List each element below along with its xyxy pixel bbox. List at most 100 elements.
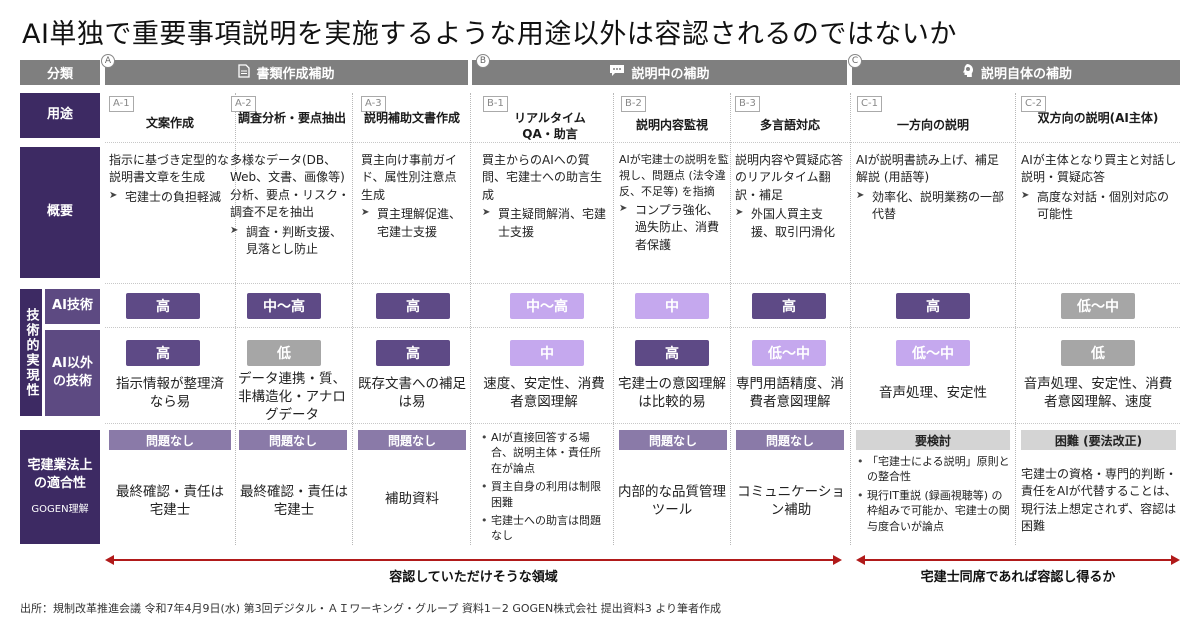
- overview-text: AIが主体となり買主と対話し説明・質疑応答: [1021, 153, 1177, 185]
- group-a-badge: A: [101, 54, 115, 68]
- column-divider: [235, 93, 236, 545]
- header-category-label: 分類: [46, 67, 73, 82]
- overview-cell: 説明内容や質疑応答のリアルタイム翻訳・補足 外国人買主支援、取引円滑化: [735, 152, 845, 241]
- row-label-ai-tech: AI技術: [45, 289, 100, 324]
- use-name: 文案作成: [145, 116, 194, 130]
- non-ai-tech-rating: 低: [1061, 340, 1135, 366]
- overview-bullet: 効率化、説明業務の一部代替: [856, 189, 1006, 224]
- use-name: リアルタイムQA・助言: [514, 111, 586, 142]
- overview-cell: 買主向け事前ガイド、属性別注意点生成 買主理解促進、宅建士支援: [361, 152, 466, 241]
- use-name: 説明補助文書作成: [363, 111, 460, 125]
- non-ai-tech-rating: 低: [247, 340, 321, 366]
- row-divider: [105, 327, 1180, 328]
- compliance-text: 最終確認・責任は宅建士: [240, 484, 348, 519]
- row-divider: [105, 142, 1180, 143]
- overview-text: 買主からのAIへの質問、宅建士への助言生成: [482, 153, 603, 202]
- ai-tech-rating: 高: [376, 293, 450, 319]
- compliance-status: 問題なし: [619, 430, 727, 450]
- column-divider: [352, 93, 353, 545]
- overview-bullet: 調査・判断支援、見落とし防止: [230, 224, 352, 259]
- compliance-point: AIが直接回答する場合、説明主体・責任所在が論点: [480, 430, 608, 476]
- compliance-point: 現行IT重説 (録画視聴等) の枠組みで可能か、宅建士の関与度合いが論点: [856, 488, 1011, 534]
- row-label-overview: 概要: [20, 147, 100, 278]
- non-ai-tech-rating: 高: [126, 340, 200, 366]
- document-icon: [238, 63, 251, 82]
- use-name: 多言語対応: [759, 118, 820, 132]
- use-name: 説明内容監視: [635, 118, 708, 132]
- column-divider: [1015, 93, 1016, 545]
- ai-tech-rating: 中: [635, 293, 709, 319]
- use-name: 調査分析・要点抽出: [237, 111, 346, 125]
- non-ai-tech-note: 音声処理、安定性: [879, 385, 987, 401]
- acceptable-range-label: 容認していただけそうな領域: [389, 570, 558, 585]
- row-label-non-ai-tech: AI以外の技術: [45, 330, 100, 416]
- header-group-c: 説明自体の補助: [852, 60, 1180, 85]
- non-ai-tech-rating: 低〜中: [752, 340, 826, 366]
- compliance-status: 問題なし: [109, 430, 231, 450]
- compliance-status: 困難 (要法改正): [1021, 430, 1176, 450]
- compliance-status: 問題なし: [239, 430, 347, 450]
- overview-bullet: 外国人買主支援、取引円滑化: [735, 206, 845, 241]
- overview-cell: 買主からのAIへの質問、宅建士への助言生成 買主疑問解消、宅建士支援: [482, 152, 607, 241]
- conditional-range-arrow: [856, 551, 1180, 565]
- use-code-tag: A-1: [109, 96, 134, 112]
- compliance-text: 宅建士の資格・専門的判断・責任をAIが代替することは、現行法上想定されず、容認は…: [1021, 467, 1178, 534]
- header-group-a: 書類作成補助: [105, 60, 468, 85]
- ai-tech-rating: 高: [896, 293, 970, 319]
- overview-bullet: 宅建士の負担軽減: [109, 189, 231, 206]
- row-label-compliance-sub: GOGEN理解: [31, 504, 89, 516]
- row-label-compliance: 宅建業法上の適合性 GOGEN理解: [20, 430, 100, 544]
- overview-text: 説明内容や質疑応答のリアルタイム翻訳・補足: [735, 153, 844, 202]
- non-ai-tech-note: データ連携・質、非構造化・アナログデータ: [238, 371, 346, 424]
- compliance-text: 最終確認・責任は宅建士: [116, 484, 224, 519]
- compliance-status: 問題なし: [358, 430, 466, 450]
- row-label-compliance-text: 宅建業法上の適合性: [27, 457, 93, 491]
- overview-text: AIが宅建士の説明を監視し、問題点 (法令違反、不足等) を指摘: [619, 153, 729, 198]
- group-b-badge: B: [476, 54, 490, 68]
- overview-cell: AIが宅建士の説明を監視し、問題点 (法令違反、不足等) を指摘 コンプラ強化、…: [619, 152, 729, 254]
- non-ai-tech-rating: 高: [635, 340, 709, 366]
- use-code-tag: A-2: [231, 96, 256, 112]
- column-divider: [470, 93, 471, 545]
- page-title: AI単独で重要事項説明を実施するような用途以外は容認されるのではないか: [22, 19, 957, 50]
- use-code-tag: B-1: [483, 96, 508, 112]
- conditional-range-label: 宅建士同席であれば容認し得るか: [920, 570, 1116, 585]
- header-category: 分類: [20, 60, 100, 85]
- compliance-text: コミュニケーション補助: [737, 484, 845, 519]
- non-ai-tech-rating: 高: [376, 340, 450, 366]
- non-ai-tech-note: 専門用語精度、消費者意図理解: [736, 376, 844, 411]
- overview-text: 多様なデータ(DB、Web、文書、画像等) 分析、要点・リスク・調査不足を抽出: [230, 153, 350, 220]
- non-ai-tech-note: 既存文書への補足は易: [358, 376, 466, 411]
- use-code-tag: C-1: [857, 96, 882, 112]
- overview-bullet: 買主疑問解消、宅建士支援: [482, 206, 607, 241]
- chat-bubble-icon: [609, 64, 625, 81]
- non-ai-tech-rating: 低〜中: [896, 340, 970, 366]
- overview-bullet: コンプラ強化、過失防止、消費者保護: [619, 202, 729, 254]
- header-group-b-label: 説明中の補助: [631, 67, 710, 82]
- compliance-point: 宅建士への助言は問題なし: [480, 513, 608, 544]
- header-group-a-label: 書類作成補助: [256, 67, 335, 82]
- non-ai-tech-note: 宅建士の意図理解は比較的易: [618, 376, 726, 411]
- header-group-b: 説明中の補助: [472, 60, 847, 85]
- row-label-tech-group: 技術的実現性: [20, 289, 42, 416]
- ai-tech-rating: 低〜中: [1061, 293, 1135, 319]
- compliance-point: 「宅建士による説明」原則との整合性: [856, 454, 1011, 485]
- overview-bullet: 高度な対話・個別対応の可能性: [1021, 189, 1177, 224]
- overview-bullet: 買主理解促進、宅建士支援: [361, 206, 466, 241]
- use-name: 双方向の説明(AI主体): [1037, 111, 1159, 125]
- ai-tech-rating: 中〜高: [247, 293, 321, 319]
- non-ai-tech-note: 指示情報が整理済なら易: [116, 376, 224, 411]
- overview-cell: AIが説明書読み上げ、補足解説 (用語等) 効率化、説明業務の一部代替: [856, 152, 1006, 224]
- overview-text: 買主向け事前ガイド、属性別注意点生成: [361, 153, 458, 202]
- non-ai-tech-rating: 中: [510, 340, 584, 366]
- use-code-tag: A-3: [361, 96, 386, 112]
- brain-head-icon: [960, 63, 975, 82]
- compliance-text: 補助資料: [385, 491, 439, 507]
- compliance-point: 買主自身の利用は制限困難: [480, 479, 608, 510]
- compliance-text: 内部的な品質管理ツール: [618, 484, 726, 519]
- header-group-c-label: 説明自体の補助: [980, 67, 1072, 82]
- use-code-tag: C-2: [1021, 96, 1046, 112]
- compliance-status: 要検討: [856, 430, 1010, 450]
- non-ai-tech-note: 音声処理、安定性、消費者意図理解、速度: [1023, 376, 1173, 411]
- use-code-tag: B-3: [735, 96, 760, 112]
